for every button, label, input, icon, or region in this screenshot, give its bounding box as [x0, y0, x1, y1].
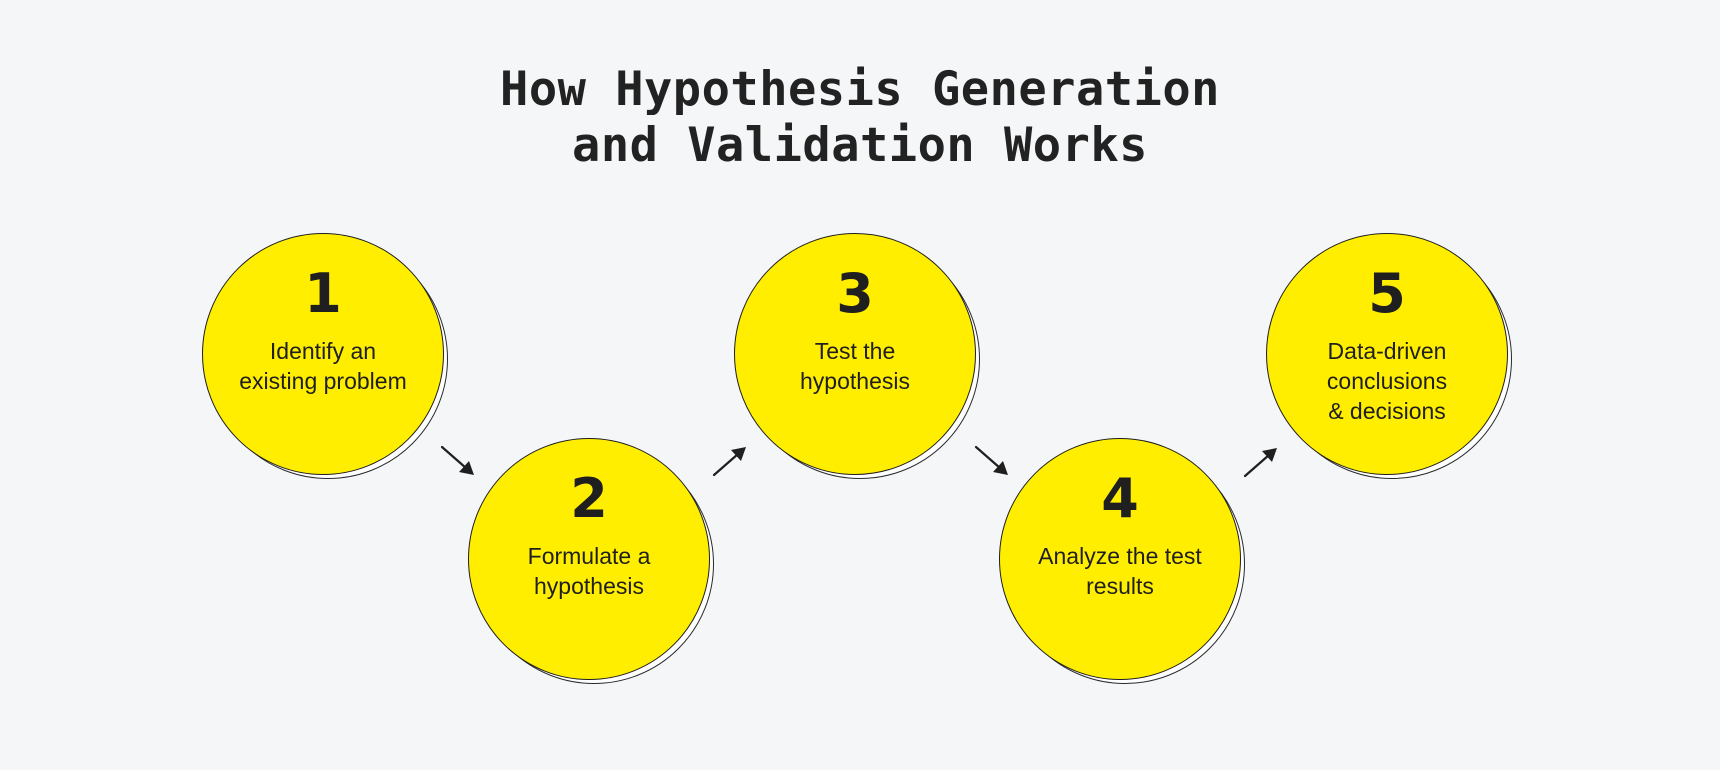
step-1: 1 Identify an existing problem [202, 233, 448, 479]
step-number: 4 [1101, 467, 1139, 530]
step-circle: 1 Identify an existing problem [202, 233, 444, 475]
step-4: 4 Analyze the test results [999, 438, 1245, 684]
step-circle: 3 Test the hypothesis [734, 233, 976, 475]
diagram-title: How Hypothesis Generation and Validation… [0, 62, 1720, 174]
title-line-1: How Hypothesis Generation [500, 62, 1220, 117]
arrow-up-right-icon [1241, 444, 1281, 480]
step-number: 3 [836, 262, 874, 325]
step-2: 2 Formulate a hypothesis [468, 438, 714, 684]
step-label: Formulate a hypothesis [527, 543, 651, 599]
step-label: Identify an existing problem [239, 338, 407, 394]
step-label: Data-driven conclusions & decisions [1326, 338, 1448, 424]
step-5: 5 Data-driven conclusions & decisions [1266, 233, 1512, 479]
step-3: 3 Test the hypothesis [734, 233, 980, 479]
title-line-2: and Validation Works [572, 118, 1148, 173]
step-number: 5 [1368, 262, 1406, 325]
step-label: Analyze the test results [1038, 543, 1202, 599]
arrow-down-right-icon [438, 443, 478, 479]
step-circle: 4 Analyze the test results [999, 438, 1241, 680]
step-label: Test the hypothesis [800, 338, 910, 394]
step-circle: 2 Formulate a hypothesis [468, 438, 710, 680]
step-number: 2 [570, 467, 608, 530]
step-circle: 5 Data-driven conclusions & decisions [1266, 233, 1508, 475]
arrow-down-right-icon [972, 443, 1012, 479]
arrow-up-right-icon [710, 443, 750, 479]
step-number: 1 [304, 262, 342, 325]
